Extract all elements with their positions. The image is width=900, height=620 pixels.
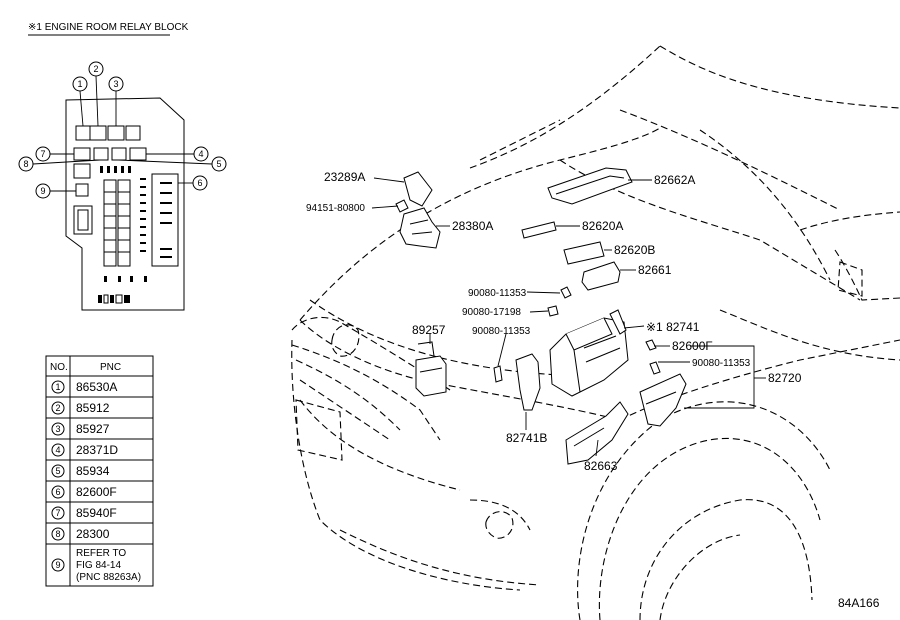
callout-5-label: 5 xyxy=(216,159,221,169)
part-label-82741B: 82741B xyxy=(506,431,547,445)
table-row-3-pnc: 85927 xyxy=(76,422,110,436)
table-row-4-pnc: 28371D xyxy=(76,443,118,457)
callout-9-label: 9 xyxy=(40,186,45,196)
table-header-pnc: PNC xyxy=(100,362,121,373)
leader-lines xyxy=(371,177,766,457)
callout-6-label: 6 xyxy=(197,178,202,188)
callout-9: 9 xyxy=(35,183,76,199)
callout-2-label: 2 xyxy=(93,64,98,74)
part-label-90080-17198: 90080-17198 xyxy=(462,307,521,318)
figure-code: 84A166 xyxy=(838,596,880,610)
table-row-4-no: 4 xyxy=(55,445,60,455)
table-row-5-pnc: 85934 xyxy=(76,464,110,478)
callout-1: 1 xyxy=(72,76,88,127)
callout-8: 8 xyxy=(18,156,101,172)
part-label-82600F: 82600F xyxy=(672,339,713,353)
part-label-82663: 82663 xyxy=(584,459,618,473)
callout-1-label: 1 xyxy=(77,79,82,89)
callout-5: 5 xyxy=(117,156,227,172)
vehicle-outline xyxy=(291,45,900,620)
callout-4-label: 4 xyxy=(198,149,203,159)
part-label-82661: 82661 xyxy=(638,263,672,277)
callout-6: 6 xyxy=(178,175,208,191)
callout-3: 3 xyxy=(108,76,124,126)
callout-4: 4 xyxy=(146,146,209,162)
table-row-6-pnc: 82600F xyxy=(76,485,117,499)
table-row-5-no: 5 xyxy=(55,466,60,476)
table-row-9-pnc-line3: (PNC 88263A) xyxy=(76,572,141,583)
table-row-7-pnc: 85940F xyxy=(76,506,117,520)
callout-3-label: 3 xyxy=(113,79,118,89)
part-label-82662A: 82662A xyxy=(654,173,695,187)
callout-2: 2 xyxy=(88,61,104,127)
table-row-8-pnc: 28300 xyxy=(76,527,110,541)
part-label-89257: 89257 xyxy=(412,323,446,337)
callout-8-label: 8 xyxy=(23,159,28,169)
parts-drawings xyxy=(395,167,687,465)
part-label-90080-11353-top: 90080-11353 xyxy=(468,288,527,299)
table-row-9-no: 9 xyxy=(55,560,60,570)
part-label-82741: ※1 82741 xyxy=(646,320,700,334)
part-label-28380A: 28380A xyxy=(452,219,493,233)
part-label-82720: 82720 xyxy=(768,371,802,385)
table-row-1-pnc: 86530A xyxy=(76,380,117,394)
part-label-94151-80800: 94151-80800 xyxy=(306,203,365,214)
table-row-6-no: 6 xyxy=(55,487,60,497)
relay-block-title: ※1 ENGINE ROOM RELAY BLOCK xyxy=(28,22,189,33)
callout-7-label: 7 xyxy=(40,149,45,159)
callout-7: 7 xyxy=(35,146,74,162)
relay-block-drawing xyxy=(65,97,185,311)
table-row-8-no: 8 xyxy=(55,529,60,539)
part-label-82620B: 82620B xyxy=(614,243,655,257)
table-header-no: NO. xyxy=(50,362,68,373)
part-label-82620A: 82620A xyxy=(582,219,623,233)
table-row-7-no: 7 xyxy=(55,508,60,518)
part-label-90080-11353-mid: 90080-11353 xyxy=(472,326,531,337)
table-row-1-no: 1 xyxy=(55,382,60,392)
table-row-2-pnc: 85912 xyxy=(76,401,110,415)
table-row-9-pnc-line2: FIG 84-14 xyxy=(76,560,121,571)
part-label-90080-11353-right: 90080-11353 xyxy=(692,358,751,369)
table-row-2-no: 2 xyxy=(55,403,60,413)
pnc-table: NO. PNC 1 2 3 4 5 6 7 8 9 86530A 85912 8… xyxy=(45,355,154,587)
table-row-3-no: 3 xyxy=(55,424,60,434)
part-label-23289A: 23289A xyxy=(324,170,365,184)
table-row-9-pnc-line1: REFER TO xyxy=(76,548,126,559)
